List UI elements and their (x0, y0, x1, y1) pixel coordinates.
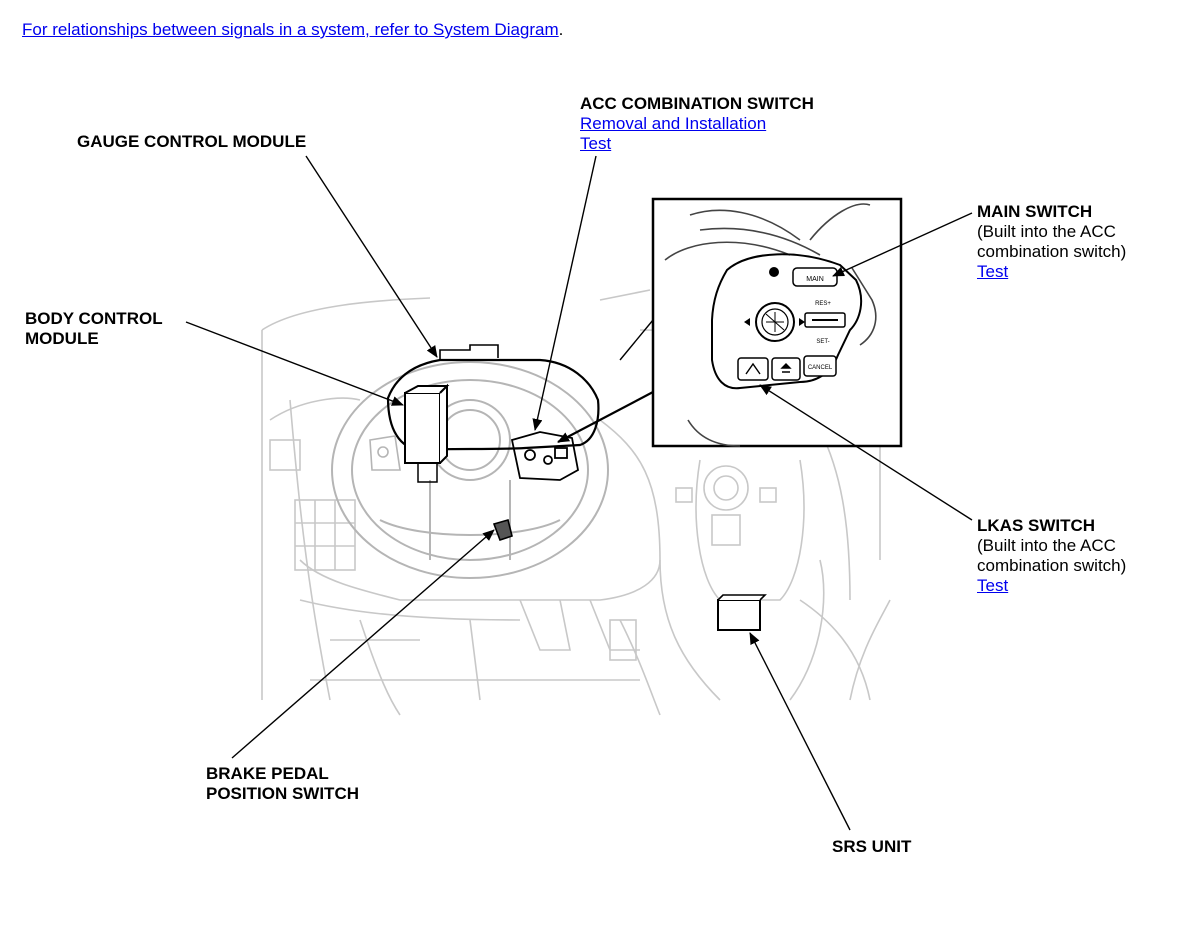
body-control-module-label: BODY CONTROL MODULE (25, 309, 163, 349)
lkas-switch-test-link[interactable]: Test (977, 576, 1009, 595)
lkas-switch-note-line2: combination switch) (977, 556, 1127, 575)
body-control-module-line1: BODY CONTROL (25, 309, 163, 328)
left-spoke-switches (369, 435, 401, 471)
lkas-switch-note-line1: (Built into the ACC (977, 536, 1116, 555)
inset-res-label: RES+ (815, 301, 831, 307)
trailing-period: . (558, 20, 564, 39)
arrow-main-switch (832, 212, 973, 277)
inset-set-label: SET- (816, 339, 829, 345)
arrow-brake-pedal-switch (231, 529, 495, 759)
inset-main-button-label: MAIN (806, 276, 824, 283)
lkas-switch-label: LKAS SWITCH (Built into the ACC combinat… (977, 516, 1126, 596)
acc-combination-switch-title: ACC COMBINATION SWITCH (580, 94, 814, 113)
arrow-gauge-control-module (305, 155, 438, 358)
main-switch-test-link[interactable]: Test (977, 262, 1009, 281)
acc-switch-on-wheel (510, 431, 580, 481)
dashboard-line-art (261, 289, 891, 716)
inset-connector-line (619, 319, 654, 361)
arrow-acc-combination-switch (532, 155, 597, 431)
main-switch-note-line1: (Built into the ACC (977, 222, 1116, 241)
brake-pedal-line1: BRAKE PEDAL (206, 764, 329, 783)
main-switch-title: MAIN SWITCH (977, 202, 1093, 221)
acc-combination-switch-label: ACC COMBINATION SWITCH Removal and Insta… (580, 94, 814, 154)
brake-pedal-position-switch-label: BRAKE PEDAL POSITION SWITCH (206, 764, 359, 804)
gauge-control-module-label: GAUGE CONTROL MODULE (77, 132, 306, 152)
body-control-module-shape (404, 383, 450, 483)
system-diagram-reference: For relationships between signals in a s… (22, 20, 563, 40)
inset-cancel-label: CANCEL (808, 365, 833, 371)
srs-unit-title: SRS UNIT (832, 837, 912, 856)
arrow-body-control-module (185, 321, 404, 406)
main-switch-label: MAIN SWITCH (Built into the ACC combinat… (977, 202, 1126, 282)
main-switch-note-line2: combination switch) (977, 242, 1127, 261)
lkas-switch-title: LKAS SWITCH (977, 516, 1096, 535)
system-diagram-link[interactable]: For relationships between signals in a s… (22, 20, 559, 39)
arrow-inset-to-wheel (557, 391, 654, 443)
brake-pedal-switch-shape (492, 519, 513, 542)
arrow-lkas-switch (759, 384, 973, 521)
acc-removal-installation-link[interactable]: Removal and Installation (580, 114, 767, 133)
gauge-control-module-title: GAUGE CONTROL MODULE (77, 132, 307, 151)
leader-arrows (185, 155, 973, 831)
body-control-module-line2: MODULE (25, 329, 99, 348)
steering-wheel (331, 361, 609, 579)
acc-test-link[interactable]: Test (580, 134, 612, 153)
arrow-srs-unit (749, 632, 851, 831)
acc-switch-inset: MAIN RES+ SET- CANCEL (651, 197, 903, 448)
srs-unit-label: SRS UNIT (832, 837, 911, 857)
gauge-cluster-top-tab (439, 344, 499, 360)
brake-pedal-line2: POSITION SWITCH (206, 784, 359, 803)
srs-unit-shape (717, 594, 767, 631)
